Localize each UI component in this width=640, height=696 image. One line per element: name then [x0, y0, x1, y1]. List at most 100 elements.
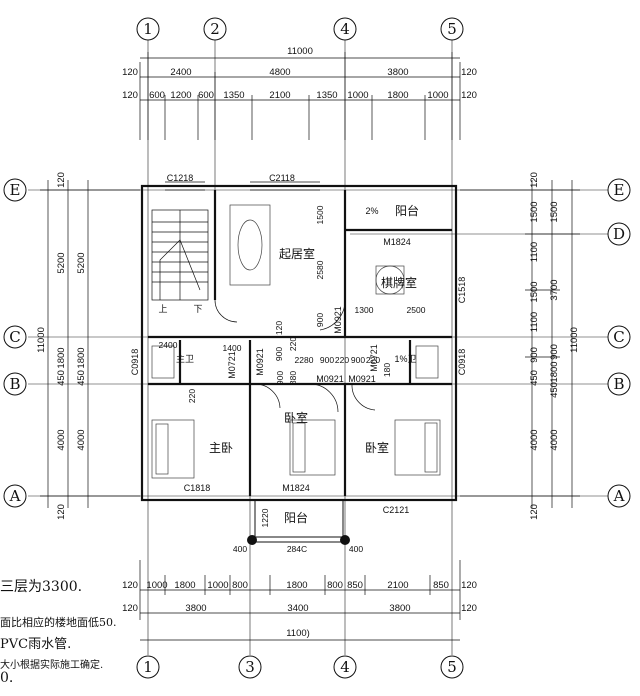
- tag-c1518: C1518: [457, 277, 467, 304]
- dim-interior: 120: [274, 321, 284, 335]
- dim-right-b: 900: [549, 344, 560, 360]
- room-living: 起居室: [279, 246, 315, 261]
- dim-right-a: 1100: [529, 242, 540, 262]
- balcony-slope: 2%: [365, 206, 378, 216]
- dim-interior: 1500: [315, 205, 325, 224]
- dim-top-r2: 2100: [269, 90, 290, 101]
- dim-left-b: 450: [76, 370, 87, 386]
- bottom-balcony: [254, 499, 344, 543]
- dim-right-end: 120: [529, 172, 540, 188]
- dim-bottom-r1: 800: [327, 580, 343, 591]
- dim-interior: 400: [233, 544, 247, 554]
- dim-interior: 1220: [260, 508, 270, 527]
- dim-right-a: 1500: [529, 201, 540, 222]
- tag-m0921-c: M0921: [316, 374, 344, 384]
- dim-top-r2: 1000: [347, 90, 368, 101]
- tag-c1218: C1218: [167, 173, 194, 183]
- axis-label-right-B: B: [613, 375, 624, 393]
- tag-c0918-right: C0918: [457, 349, 467, 376]
- room-balcony-bottom: 阳台: [284, 510, 308, 525]
- dim-bottom-end-left-2: 120: [122, 603, 138, 614]
- dim-interior: 220: [335, 355, 349, 365]
- dim-right-b: 1800: [549, 361, 560, 382]
- staircase: [151, 209, 209, 301]
- room-master-bed: 主卧: [209, 441, 233, 455]
- axis-label-bottom-5: 5: [447, 658, 457, 676]
- dim-left-a: 1800: [56, 347, 67, 368]
- axis-label-left-C: C: [9, 328, 20, 346]
- dim-bottom-r1: 1800: [286, 580, 307, 591]
- dim-top-r2: 1350: [223, 90, 244, 101]
- walls: [140, 184, 458, 502]
- dim-top-total: 11000: [287, 46, 313, 57]
- tag-c1818: C1818: [184, 483, 211, 493]
- axis-grid: [28, 40, 608, 655]
- dim-top-r2: 600: [149, 90, 165, 101]
- door-swings: [214, 299, 376, 413]
- note-line-1: 三层为3300.: [0, 579, 83, 595]
- window-marks: [165, 181, 457, 501]
- dim-top-r2: 1800: [387, 90, 408, 101]
- dim-top-end-left: 120: [122, 67, 138, 78]
- axis-bubbles: [3, 17, 631, 679]
- dim-left-a: 5200: [56, 252, 67, 273]
- dim-bottom-r1: 850: [347, 580, 363, 591]
- dim-interior: 220: [366, 355, 380, 365]
- dim-left-a: 4000: [56, 429, 67, 450]
- dim-bottom-r2: 3800: [185, 603, 206, 614]
- axis-label-left-B: B: [9, 375, 20, 393]
- axis-label-top-2: 2: [210, 20, 220, 38]
- axis-label-right-C: C: [613, 328, 624, 346]
- room-wc-right: 卫: [407, 354, 416, 364]
- tag-c2121: C2121: [383, 505, 410, 515]
- note-line-5: 0.: [0, 670, 14, 686]
- tag-m0921-a: M0921: [333, 306, 343, 334]
- dim-bottom-r1: 2100: [387, 580, 408, 591]
- axis-label-top-1: 1: [143, 20, 153, 38]
- stair-up: 上: [158, 304, 167, 314]
- axis-label-top-4: 4: [340, 20, 350, 38]
- dim-right-total: 11000: [569, 327, 580, 353]
- note-line-2: 面比相应的楼地面低50.: [0, 616, 117, 629]
- dim-interior: 900: [351, 355, 365, 365]
- room-wc-left: 主卫: [176, 353, 194, 364]
- axis-label-bottom-4: 4: [340, 658, 350, 676]
- dim-bottom-r2: 3800: [389, 603, 410, 614]
- dim-bottom-r1: 800: [232, 580, 248, 591]
- dim-bottom-r1: 850: [433, 580, 449, 591]
- tag-m0721-a: M0721: [227, 351, 237, 379]
- dim-bottom-total: 1100): [286, 628, 310, 639]
- dim-top-r2: 1200: [170, 90, 191, 101]
- dim-left-end: 120: [56, 504, 67, 520]
- dim-interior: 180: [382, 363, 392, 377]
- dim-bottom-end-right-2: 120: [461, 603, 477, 614]
- dim-top-end-right: 120: [461, 67, 477, 78]
- axis-label-bottom-1: 1: [143, 658, 153, 676]
- dim-bottom-r1: 1000: [146, 580, 167, 591]
- dim-left-total: 11000: [36, 327, 47, 353]
- axis-label-left-E: E: [10, 181, 21, 199]
- dim-interior: 1400: [223, 343, 242, 353]
- tag-m0921-d: M0921: [348, 374, 376, 384]
- room-balcony-top: 阳台: [395, 203, 419, 218]
- room-bed-mid: 卧室: [284, 410, 308, 425]
- dim-right-b: 1500: [549, 201, 560, 222]
- dim-top-r2: 1350: [316, 90, 337, 101]
- dim-interior: 400: [349, 544, 363, 554]
- dim-top-r1: 4800: [269, 67, 290, 78]
- dim-right-a: 1500: [529, 281, 540, 302]
- dim-right-b: 450: [549, 382, 560, 398]
- dim-bottom-r1: 1000: [207, 580, 228, 591]
- dim-left-a: 450: [56, 370, 67, 386]
- side-dimension-lines: [40, 180, 580, 508]
- axis-label-right-D: D: [613, 225, 625, 243]
- room-wc-right-prefix: 1%: [394, 354, 407, 364]
- dim-left-b: 5200: [76, 252, 87, 273]
- dim-right-b: 3700: [549, 279, 560, 300]
- dim-interior: 900: [320, 355, 334, 365]
- dim-right-a: 900: [529, 347, 540, 363]
- dim-top-r1: 2400: [170, 67, 191, 78]
- dim-right-a: 4000: [529, 429, 540, 450]
- tag-c2118: C2118: [269, 173, 295, 183]
